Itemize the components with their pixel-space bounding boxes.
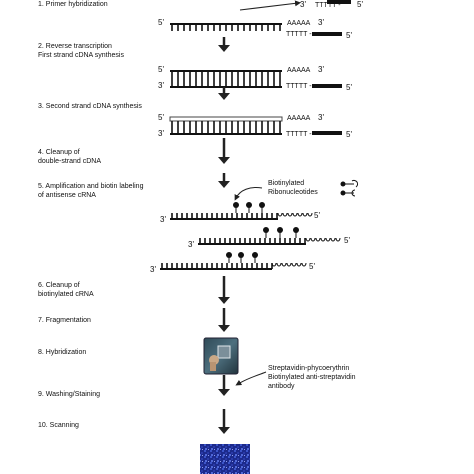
- label-5prime: 5': [314, 211, 320, 220]
- staining-arrow: [235, 371, 267, 386]
- biotin-dot: [246, 202, 252, 208]
- biotin-dot: [252, 252, 258, 258]
- label-polyT: TTTTT -: [286, 31, 312, 38]
- label-5prime: 5': [158, 65, 164, 74]
- u-nucleotide: [297, 212, 303, 217]
- u-nucleotide: [315, 237, 321, 242]
- step-9-label: 9. Washing/Staining: [38, 391, 100, 398]
- u-nucleotide: [310, 237, 316, 242]
- primer-bar: [312, 32, 342, 36]
- biotin-dot: [259, 202, 265, 208]
- label-5prime: 5': [309, 262, 315, 271]
- biotin-dot: [293, 227, 299, 233]
- label-3prime: 3': [300, 0, 306, 9]
- biotin-dot: [238, 252, 244, 258]
- step-3-label: 3. Second strand cDNA synthesis: [38, 103, 142, 110]
- crna-strand: [198, 227, 341, 245]
- u-nucleotide: [335, 237, 341, 242]
- u-nucleotide: [301, 262, 307, 267]
- mrna-bases: [171, 72, 281, 86]
- staining-annotation: Streptavidin-phycoerythrin Biotinylated …: [268, 365, 356, 390]
- second-strand: [169, 116, 283, 122]
- label-3prime: 3': [318, 113, 324, 122]
- label-3prime: 3': [160, 215, 166, 224]
- u-nucleotide: [276, 262, 282, 267]
- label-5prime: 5': [158, 113, 164, 122]
- primer-bar: [312, 84, 342, 88]
- u-nucleotide: [287, 212, 293, 217]
- label-3prime: 3': [188, 240, 194, 249]
- u-nucleotide: [281, 262, 287, 267]
- scan-image: [200, 444, 250, 474]
- label-polyT: TTTTT -: [315, 2, 341, 9]
- step-1-label: 1. Primer hybridization: [38, 1, 108, 8]
- step-10-label: 10. Scanning: [38, 422, 79, 429]
- label-5prime: 5': [344, 236, 350, 245]
- duplex-bases: [171, 121, 281, 133]
- label-polyA: AAAAA: [287, 20, 311, 27]
- biotin-dot: [277, 227, 283, 233]
- step2-diagram: 5' AAAAA 3' 3' TTTTT - 5': [158, 65, 352, 92]
- step-8-label: 8. Hybridization: [38, 349, 87, 356]
- step5-diagram: 3' 5' 3' 5' 3' 5': [150, 179, 359, 274]
- label-5prime: 5': [357, 0, 363, 9]
- step3-diagram: 5' AAAAA 3' 3' TTTTT - 5': [158, 113, 352, 139]
- label-3prime: 3': [158, 129, 164, 138]
- u-nucleotide: [296, 262, 302, 267]
- label-5prime: 5': [346, 130, 352, 139]
- workflow-arrows: [218, 37, 230, 434]
- biotin-annotation: Biotinylated Ribonucleotides: [268, 180, 318, 196]
- u-nucleotide: [307, 212, 313, 217]
- label-polyA: AAAAA: [287, 115, 311, 122]
- u-nucleotide: [302, 212, 308, 217]
- mrna-bases: [171, 25, 281, 31]
- crna-strand: [170, 202, 313, 220]
- u-nucleotide: [330, 237, 336, 242]
- nucleotide-icon: [340, 179, 359, 197]
- label-5prime: 5': [158, 18, 164, 27]
- biotin-dot: [263, 227, 269, 233]
- step-7-label: 7. Fragmentation: [38, 317, 91, 324]
- u-nucleotide: [320, 237, 326, 242]
- u-nucleotide: [325, 237, 331, 242]
- u-nucleotide: [277, 212, 283, 217]
- label-polyT: TTTTT -: [286, 83, 312, 90]
- biotin-dot: [226, 252, 232, 258]
- label-3prime: 3': [318, 18, 324, 27]
- u-nucleotide: [271, 262, 277, 267]
- label-polyA: AAAAA: [287, 67, 311, 74]
- label-3prime: 3': [150, 265, 156, 274]
- hybridize-arrow: [239, 0, 301, 11]
- label-5prime: 5': [346, 83, 352, 92]
- label-polyT: TTTTT -: [286, 131, 312, 138]
- u-nucleotide: [286, 262, 292, 267]
- primer-bar: [327, 0, 351, 4]
- biotin-arrow: [234, 187, 263, 201]
- u-nucleotide: [305, 237, 311, 242]
- primer-bar: [312, 131, 342, 135]
- biotin-dot: [233, 202, 239, 208]
- step1-diagram: 3' TTTTT - 5' 5' AAAAA 3' TTTTT - 5': [158, 0, 363, 40]
- label-3prime: 3': [158, 81, 164, 90]
- u-nucleotide: [282, 212, 288, 217]
- u-nucleotide: [291, 262, 297, 267]
- genechip-image: [203, 337, 239, 375]
- label-3prime: 3': [318, 65, 324, 74]
- u-nucleotide: [292, 212, 298, 217]
- label-5prime: 5': [346, 31, 352, 40]
- crna-strand: [160, 252, 307, 270]
